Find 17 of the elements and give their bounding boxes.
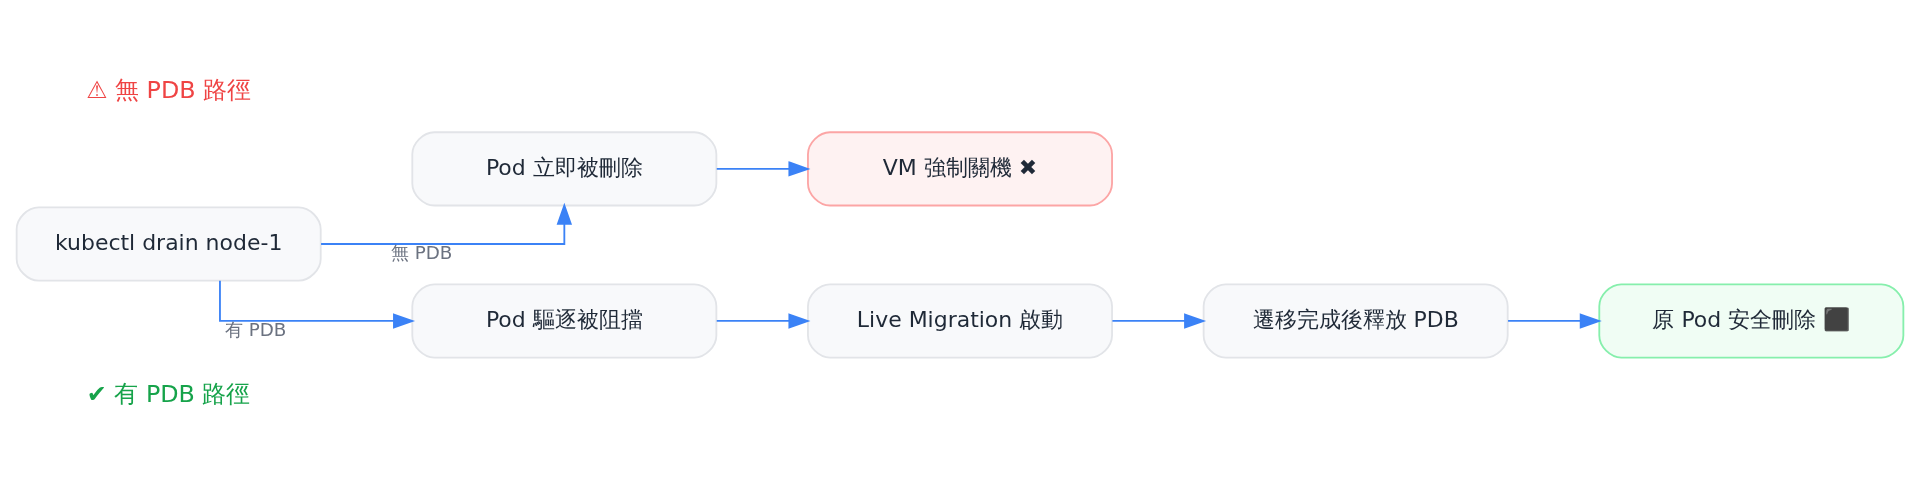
node-box: kubectl drain node-1: [15, 205, 322, 282]
node-box: Pod 驅逐被阻擋: [411, 282, 718, 358]
arrow: [320, 202, 573, 245]
edge-label: 無 PDB: [390, 241, 453, 263]
arrow: [715, 160, 811, 177]
label: ✔ 有 PDB 路徑: [86, 379, 251, 408]
node-box: 原 Pod 安全刪除 ⬛: [1598, 282, 1905, 358]
edge-label: 有 PDB: [224, 318, 287, 340]
node-box: Pod 立即被刪除: [411, 130, 718, 206]
label: ⚠ 無 PDB 路徑: [86, 75, 252, 104]
node-box: Live Migration 啟動: [807, 282, 1113, 358]
arrow: [219, 279, 416, 329]
node-box: VM 強制關機 ✖: [807, 130, 1113, 206]
arrow: [715, 312, 811, 329]
node-box: 遷移完成後釋放 PDB: [1202, 282, 1509, 358]
arrow: [1111, 312, 1207, 329]
arrow: [1507, 312, 1602, 329]
